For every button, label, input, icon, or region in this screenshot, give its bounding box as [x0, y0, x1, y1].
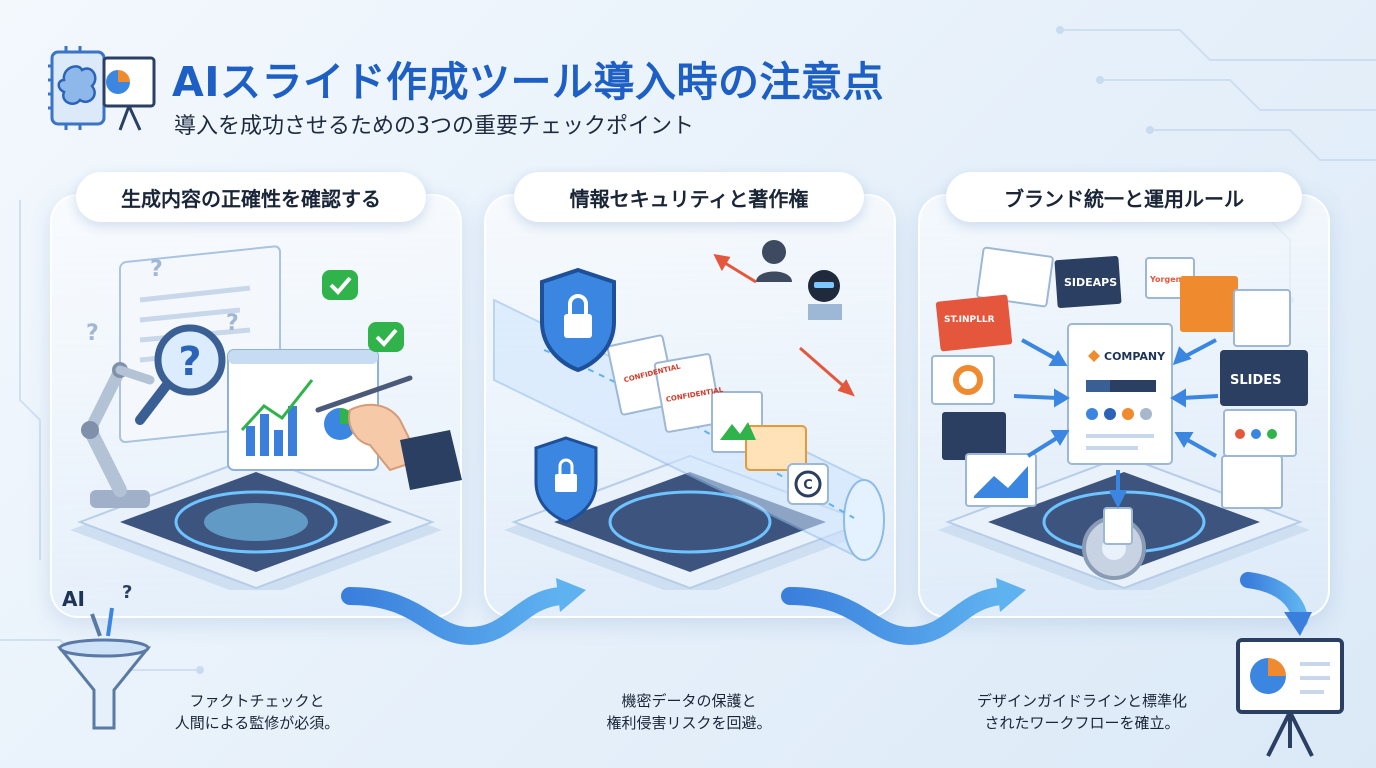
accuracy-scene: ? ??? [70, 245, 462, 590]
question-mark-icon: ??? [86, 257, 239, 346]
step-heading-security: 情報セキュリティと著作権 [514, 172, 864, 222]
check-badge-icon [322, 270, 404, 352]
warning-arrow-icon [713, 254, 855, 397]
platform-1 [70, 454, 442, 590]
svg-text:SLIDES: SLIDES [1230, 373, 1282, 388]
step-heading-accuracy: 生成内容の正確性を確認する [76, 172, 426, 222]
robot-arm-icon [81, 362, 155, 508]
confidential-document: CONFIDENTIAL CONFIDENTIAL [606, 334, 807, 471]
brand-scene: COMPANY SIDEAPS ST.INPLLR Yorgen SLIDES [931, 246, 1310, 590]
magnifier-icon: ? [135, 324, 226, 425]
svg-text:?: ? [178, 339, 201, 385]
company-template-icon: COMPANY [1067, 323, 1173, 465]
slide-thumbnail: SIDEAPS ST.INPLLR Yorgen SLIDES [931, 246, 1308, 509]
shield-lock-icon [534, 436, 598, 524]
svg-text:?: ? [226, 311, 239, 336]
svg-text:AI: AI [62, 587, 85, 611]
ai-brain-presentation-icon [48, 46, 156, 131]
svg-text:SIDEAPS: SIDEAPS [1064, 276, 1117, 289]
gear-icon [1082, 507, 1146, 580]
ai-funnel-icon: AI ? [56, 582, 152, 730]
caption-security: 機密データの保護と 権利侵害リスクを回避。 [606, 692, 772, 732]
svg-text:?: ? [86, 321, 99, 346]
security-scene: CONFIDENTIAL CONFIDENTIAL C [493, 240, 885, 590]
flow-into-template-arrow [1013, 338, 1219, 509]
hacker-icon [756, 240, 842, 320]
svg-text:ST.INPLLR: ST.INPLLR [944, 315, 995, 325]
svg-text:Yorgen: Yorgen [1149, 275, 1182, 284]
svg-text:?: ? [122, 582, 132, 603]
svg-text:COMPANY: COMPANY [1104, 350, 1166, 363]
copyright-icon: C [787, 463, 829, 505]
page-subtitle: 導入を成功させるための3つの重要チェックポイント [174, 114, 694, 139]
chart-screen [227, 349, 379, 471]
page-title: AIスライド作成ツール導入時の注意点 [172, 58, 884, 106]
svg-text:C: C [803, 478, 813, 493]
hand-with-pen-icon [315, 375, 462, 490]
caption-brand: デザインガイドラインと標準化 されたワークフローを確立。 [976, 692, 1187, 732]
step-heading-brand: ブランド統一と運用ルール [946, 172, 1302, 222]
svg-text:?: ? [150, 257, 163, 282]
caption-accuracy: ファクトチェックと 人間による監修が必須。 [174, 692, 340, 732]
shield-lock-icon [540, 267, 616, 373]
presentation-board-icon [1236, 638, 1344, 757]
